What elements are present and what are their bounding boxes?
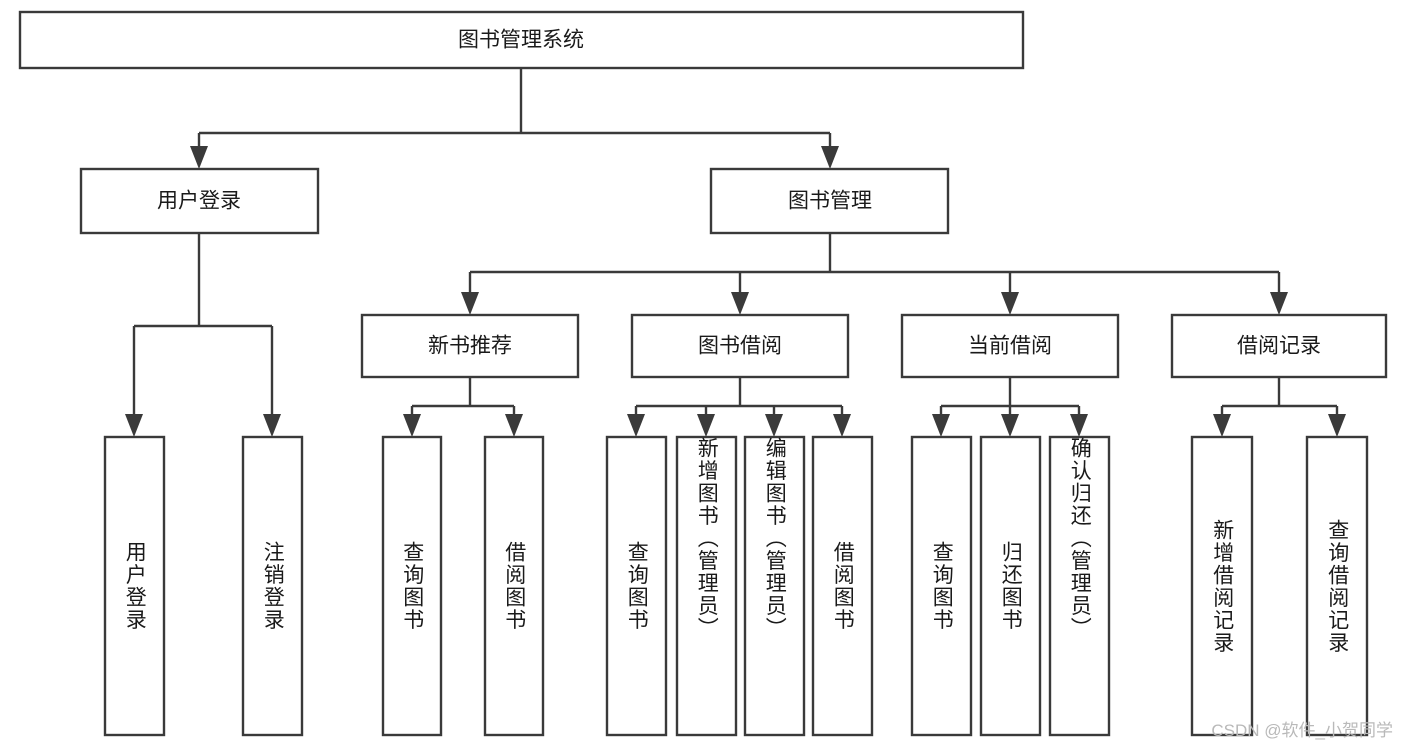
- arrowhead-leaf-newbook-2: [505, 414, 523, 437]
- leaf-box-user-login-1[interactable]: [103, 435, 166, 737]
- leaf-box-new-book-1[interactable]: [381, 435, 443, 737]
- arrowhead-bookmgmt: [821, 146, 839, 169]
- leaf-box-borrow-record-2[interactable]: [1305, 435, 1369, 737]
- node-user-login[interactable]: 用户登录: [79, 167, 320, 235]
- arrowhead-leaf-currentborrow-1: [932, 414, 950, 437]
- node-borrow-record-box[interactable]: [1170, 313, 1388, 379]
- leaf-box-book-borrow-2[interactable]: [675, 435, 738, 737]
- arrowhead-leaf-bookborrow-4: [833, 414, 851, 437]
- node-book-borrow-box[interactable]: [630, 313, 850, 379]
- arrowhead-leaf-newbook-1: [403, 414, 421, 437]
- node-root-box[interactable]: [18, 10, 1025, 70]
- leaf-box-current-borrow-1[interactable]: [910, 435, 973, 737]
- node-book-borrow-label: 图书借阅: [698, 335, 782, 358]
- arrowhead-currentborrow: [1001, 292, 1019, 315]
- arrowhead-leaf-userlogin-1: [125, 414, 143, 437]
- leaf-box-borrow-record-1[interactable]: [1190, 435, 1254, 737]
- arrowhead-userlogin: [190, 146, 208, 169]
- node-current-borrow-box[interactable]: [900, 313, 1120, 379]
- node-new-book-recommend[interactable]: 新书推荐: [360, 313, 580, 379]
- leaf-box-user-login-2[interactable]: [241, 435, 304, 737]
- leaf-box-current-borrow-3[interactable]: [1048, 435, 1111, 737]
- leaf-box-group: [103, 435, 1369, 737]
- node-book-management-label: 图书管理: [788, 190, 872, 213]
- arrowhead-group: [125, 146, 1346, 437]
- arrowhead-leaf-userlogin-2: [263, 414, 281, 437]
- node-current-borrow-label: 当前借阅: [968, 335, 1052, 358]
- watermark-text: CSDN @软件_小贺同学: [1211, 721, 1393, 740]
- arrowhead-leaf-currentborrow-2: [1001, 414, 1019, 437]
- arrowhead-borrowrecord: [1270, 292, 1288, 315]
- arrowhead-leaf-borrowrecord-1: [1213, 414, 1231, 437]
- arrowhead-leaf-bookborrow-2: [697, 414, 715, 437]
- arrowhead-leaf-bookborrow-3: [765, 414, 783, 437]
- arrowhead-leaf-currentborrow-3: [1070, 414, 1088, 437]
- node-book-borrow[interactable]: 图书借阅: [630, 313, 850, 379]
- leaf-box-book-borrow-3[interactable]: [743, 435, 806, 737]
- node-book-management-box[interactable]: [709, 167, 950, 235]
- node-book-management[interactable]: 图书管理: [709, 167, 950, 235]
- node-user-login-label: 用户登录: [157, 190, 241, 213]
- node-borrow-record[interactable]: 借阅记录: [1170, 313, 1388, 379]
- node-new-book-recommend-label: 新书推荐: [428, 335, 512, 358]
- node-root-label: 图书管理系统: [458, 29, 584, 52]
- node-borrow-record-label: 借阅记录: [1237, 335, 1321, 358]
- node-user-login-box[interactable]: [79, 167, 320, 235]
- node-current-borrow[interactable]: 当前借阅: [900, 313, 1120, 379]
- arrowhead-leaf-borrowrecord-2: [1328, 414, 1346, 437]
- arrowhead-bookborrow: [731, 292, 749, 315]
- arrowhead-leaf-bookborrow-1: [627, 414, 645, 437]
- node-root[interactable]: 图书管理系统: [18, 10, 1025, 70]
- arrowhead-newbook: [461, 292, 479, 315]
- leaf-box-current-borrow-2[interactable]: [979, 435, 1042, 737]
- leaf-box-book-borrow-1[interactable]: [605, 435, 668, 737]
- leaf-box-book-borrow-4[interactable]: [811, 435, 874, 737]
- leaf-box-new-book-2[interactable]: [483, 435, 545, 737]
- node-new-book-recommend-box[interactable]: [360, 313, 580, 379]
